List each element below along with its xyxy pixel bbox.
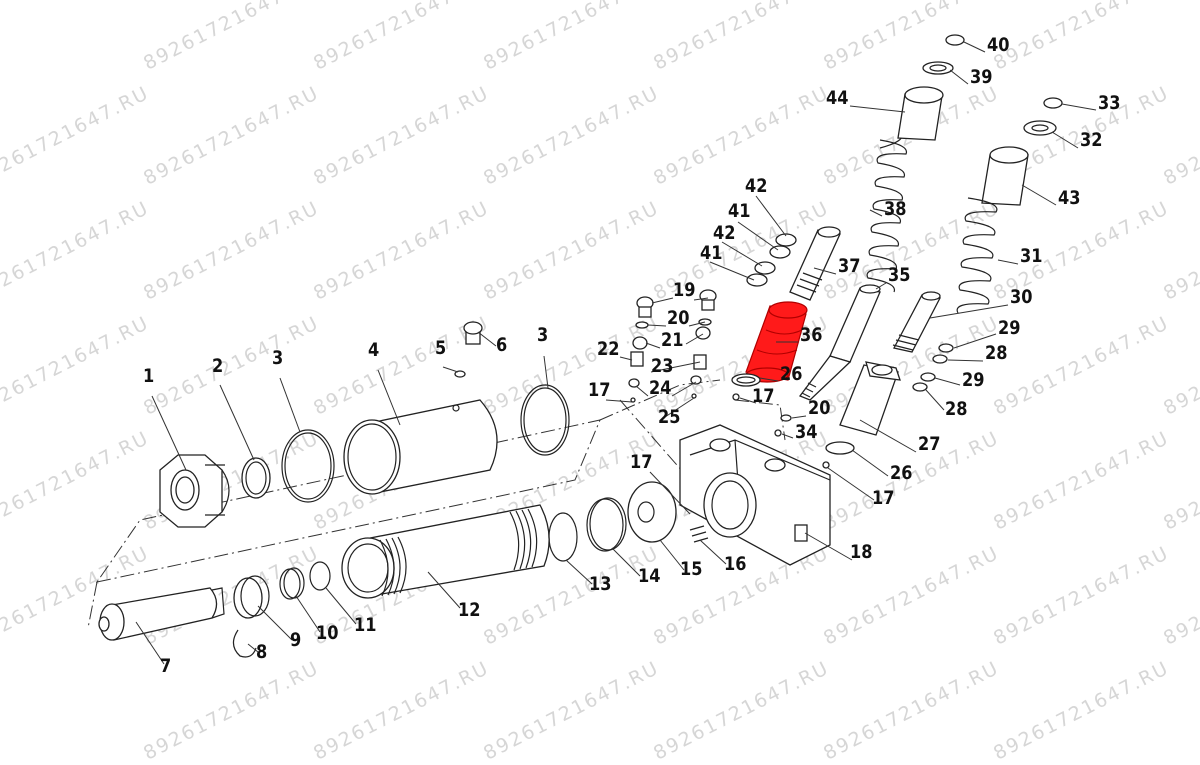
part-3-o-ring-2 [520, 384, 570, 456]
part-41-washer [769, 245, 791, 259]
part-label-4: 4 [368, 339, 380, 361]
part-label-36: 36 [800, 324, 823, 346]
part-29-ring-2 [920, 372, 936, 382]
part-label-17a: 17 [588, 379, 611, 401]
part-11-ring [309, 561, 331, 591]
part-5-seal [454, 370, 466, 378]
part-label-21: 21 [661, 329, 684, 351]
part-6-screw [463, 321, 483, 345]
part-label-34: 34 [795, 421, 818, 443]
part-label-22: 22 [597, 338, 620, 360]
part-label-6: 6 [496, 334, 508, 356]
part-35-pump-lever-socket [798, 284, 881, 401]
part-37-plunger [789, 226, 841, 301]
part-label-26a: 26 [780, 363, 803, 385]
part-40-snap-ring [945, 34, 965, 46]
part-label-2: 2 [212, 355, 224, 377]
part-27-pump-body [839, 361, 901, 436]
part-label-32: 32 [1080, 129, 1103, 151]
part-30-piston-rod [892, 291, 941, 353]
part-label-26b: 26 [890, 462, 913, 484]
part-label-31: 31 [1020, 245, 1043, 267]
part-1-gland-nut [159, 454, 230, 528]
part-label-24: 24 [649, 377, 672, 399]
part-13-o-ring [548, 512, 578, 562]
part-label-17d: 17 [872, 487, 895, 509]
part-31-spring [956, 197, 998, 314]
part-label-29a: 29 [998, 317, 1021, 339]
part-label-3b: 3 [537, 324, 549, 346]
part-label-37: 37 [838, 255, 861, 277]
part-18-base [679, 424, 831, 566]
part-label-14: 14 [638, 565, 661, 587]
part-34-ball [774, 429, 782, 437]
part-label-28b: 28 [945, 398, 968, 420]
part-label-41b: 41 [700, 242, 723, 264]
valve-assembly-left [628, 296, 654, 388]
part-label-38: 38 [884, 198, 907, 220]
part-14-seal [586, 498, 624, 552]
part-15-washer [627, 481, 677, 543]
part-label-33: 33 [1098, 92, 1121, 114]
part-10-seal [279, 568, 301, 600]
leader-lines [135, 41, 1097, 665]
part-label-16: 16 [724, 553, 747, 575]
part-label-44: 44 [826, 87, 849, 109]
part-label-1: 1 [143, 365, 155, 387]
part-label-27: 27 [918, 433, 941, 455]
part-20-seal [780, 414, 792, 422]
part-39-washer [922, 61, 954, 75]
part-29-ring [938, 343, 954, 353]
part-label-7: 7 [160, 655, 172, 677]
part-label-13: 13 [589, 573, 612, 595]
part-label-9: 9 [290, 629, 302, 651]
part-label-5: 5 [435, 337, 447, 359]
part-label-17c: 17 [752, 385, 775, 407]
part-8-circlip [232, 629, 257, 658]
part-7-ram [98, 587, 225, 641]
part-label-12: 12 [458, 599, 481, 621]
part-label-42b: 42 [713, 222, 736, 244]
part-label-39: 39 [970, 66, 993, 88]
part-42-washer [775, 233, 797, 247]
part-label-20b: 20 [808, 397, 831, 419]
part-26-washer [731, 373, 761, 387]
part-label-17b: 17 [630, 451, 653, 473]
part-label-11: 11 [354, 614, 377, 636]
part-label-29b: 29 [962, 369, 985, 391]
part-3-o-ring [281, 429, 335, 503]
part-44-spring-cap [897, 86, 944, 141]
part-label-15: 15 [680, 558, 703, 580]
part-4-reservoir-tube [343, 399, 498, 495]
part-label-3a: 3 [272, 347, 284, 369]
part-12-cylinder [341, 504, 550, 599]
part-16-springs [689, 525, 709, 543]
part-label-42a: 42 [745, 175, 768, 197]
part-label-19: 19 [673, 279, 696, 301]
part-label-23: 23 [651, 355, 674, 377]
part-41-washer-2 [746, 273, 768, 287]
part-33-snap-ring [1043, 97, 1063, 109]
part-label-41a: 41 [728, 200, 751, 222]
part-32-washer [1023, 120, 1057, 136]
valve-assembly-right [690, 289, 717, 385]
part-label-28a: 28 [985, 342, 1008, 364]
part-label-8: 8 [256, 641, 268, 663]
part-28-ring-2 [912, 382, 928, 392]
part-label-40: 40 [987, 34, 1010, 56]
exploded-parts-diagram [87, 34, 1097, 665]
part-label-30: 30 [1010, 286, 1033, 308]
part-2-ring [241, 457, 271, 499]
part-28-ring [932, 354, 948, 364]
part-label-20a: 20 [667, 307, 690, 329]
part-label-43: 43 [1058, 187, 1081, 209]
part-label-25: 25 [658, 406, 681, 428]
part-43-spring-cap [981, 146, 1029, 206]
part-9-bushing [233, 577, 263, 619]
part-label-35: 35 [888, 264, 911, 286]
part-26-washer-2 [825, 441, 855, 455]
part-label-18: 18 [850, 541, 873, 563]
part-label-10: 10 [316, 622, 339, 644]
